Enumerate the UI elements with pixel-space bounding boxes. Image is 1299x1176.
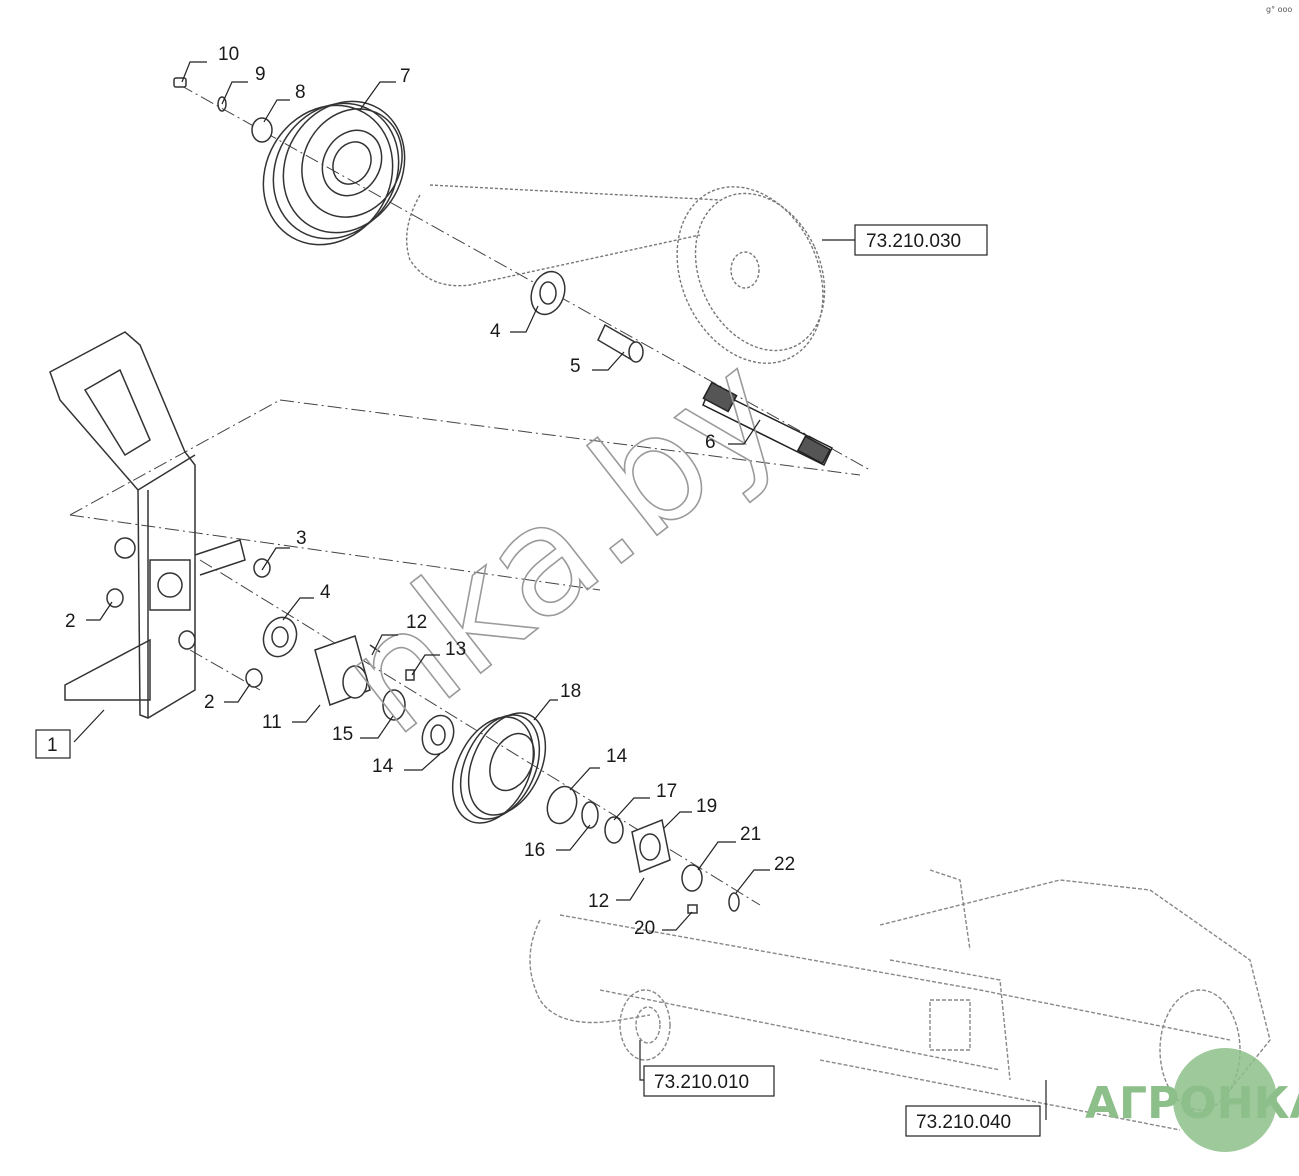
- label-part-18: 18: [560, 681, 581, 702]
- label-part-21: 21: [740, 824, 761, 845]
- label-part-4-lower: 4: [320, 582, 331, 603]
- header-assembly: [529, 869, 1271, 1131]
- driven-pulley: [451, 712, 547, 824]
- label-part-1-box: 1: [35, 729, 71, 759]
- label-part-8: 8: [295, 82, 306, 103]
- assembly-axis-lines: [69, 84, 871, 906]
- label-part-2-lower: 2: [204, 692, 215, 713]
- label-part-19: 19: [696, 796, 717, 817]
- ref-box-roller: 73.210.010: [643, 1065, 775, 1097]
- label-part-11: 11: [262, 712, 282, 733]
- label-part-5: 5: [570, 356, 581, 377]
- label-part-12-lower: 12: [588, 891, 609, 912]
- washer-9: [217, 96, 227, 112]
- bearing-lower: [262, 616, 298, 658]
- small-parts: [369, 644, 455, 756]
- corner-mark: g° ooo: [1266, 5, 1292, 14]
- frame-bracket: [49, 331, 246, 719]
- ref-box-header: 73.210.040: [905, 1105, 1041, 1137]
- label-part-12-upper: 12: [406, 612, 427, 633]
- spacer-8: [251, 117, 273, 143]
- ref-belt-text: 73.210.030: [866, 231, 961, 252]
- label-part-4-upper: 4: [490, 321, 501, 342]
- agronka-logo: АГРОНКА: [1085, 1048, 1299, 1152]
- label-part-2-left: 2: [65, 611, 76, 632]
- bearing-upper: [530, 270, 566, 316]
- label-part-17: 17: [656, 781, 677, 802]
- spacer-tube: [597, 323, 644, 363]
- label-part-14-right: 14: [606, 746, 628, 767]
- label-part-1: 1: [47, 735, 58, 756]
- label-part-22: 22: [774, 854, 795, 875]
- bolts-2: [106, 558, 271, 688]
- label-part-3: 3: [296, 528, 307, 549]
- ref-header-text: 73.210.040: [916, 1112, 1011, 1133]
- hub-parts: [546, 785, 740, 914]
- ref-roller-text: 73.210.010: [654, 1072, 749, 1093]
- label-part-16: 16: [524, 840, 545, 861]
- logo-text: АГРОНКА: [1085, 1078, 1299, 1129]
- drive-pulley: [262, 100, 406, 246]
- label-part-15: 15: [332, 724, 353, 745]
- label-part-10: 10: [218, 44, 239, 65]
- label-part-9: 9: [255, 64, 266, 85]
- drive-belt: [405, 184, 826, 364]
- label-part-6: 6: [705, 432, 716, 453]
- label-part-7: 7: [400, 66, 411, 87]
- callout-leaders: [73, 61, 1047, 1120]
- bolt-10: [173, 77, 187, 88]
- drive-shaft: [702, 381, 833, 467]
- ref-box-belt: 73.210.030: [854, 224, 988, 256]
- flange-11: [314, 635, 371, 706]
- label-part-20: 20: [634, 918, 655, 939]
- label-part-13: 13: [445, 639, 466, 660]
- label-part-14-left: 14: [372, 756, 394, 777]
